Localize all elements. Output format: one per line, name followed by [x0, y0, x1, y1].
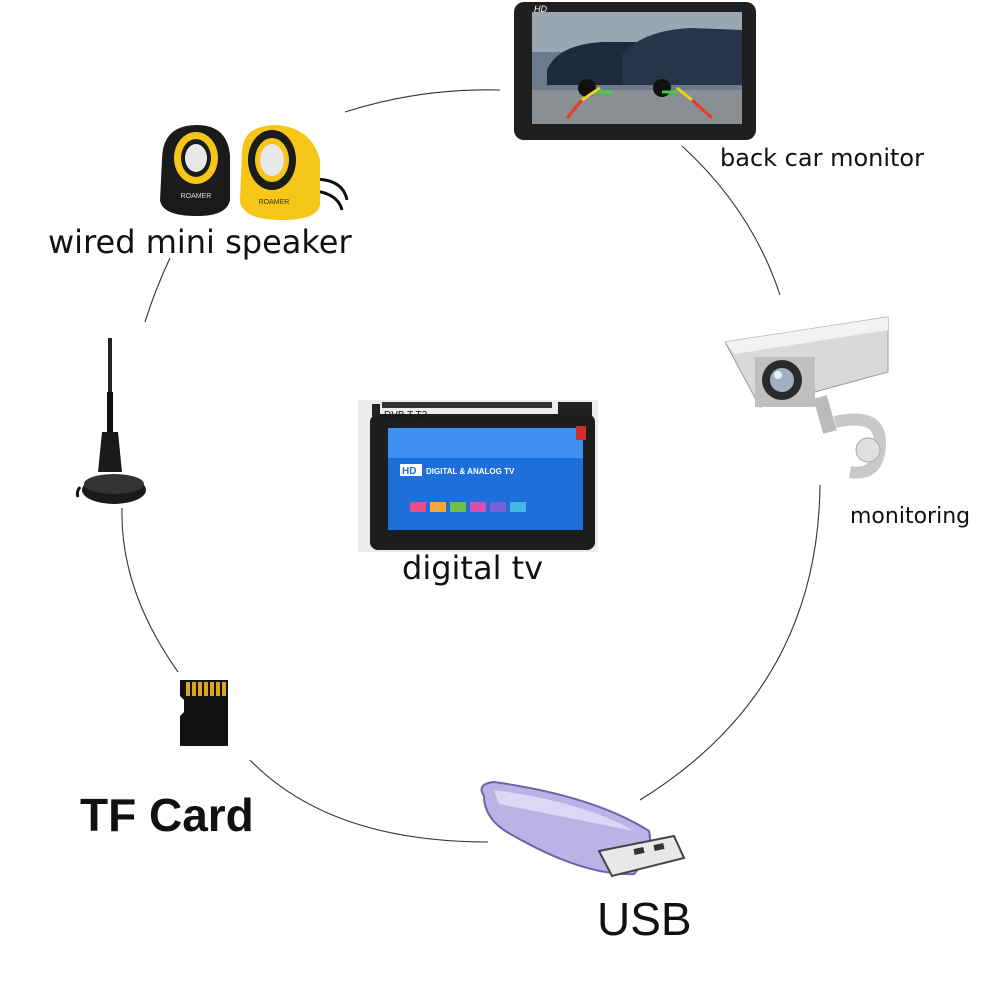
- svg-text:HD: HD: [534, 4, 547, 14]
- security-camera-icon: [724, 316, 889, 479]
- svg-text:DIGITAL & ANALOG TV: DIGITAL & ANALOG TV: [426, 467, 515, 476]
- tf-card-label: TF Card: [80, 789, 254, 841]
- usb-label: USB: [597, 893, 692, 945]
- svg-text:DVB T T2: DVB T T2: [384, 410, 428, 421]
- speaker-icon: ROAMER ROAMER: [160, 125, 349, 220]
- arc-monitor-to-camera: [681, 145, 781, 296]
- arc-antenna-to-speaker: [144, 257, 171, 323]
- arc-tf-to-antenna: [121, 507, 179, 673]
- antenna-icon: [75, 338, 146, 504]
- svg-text:HD: HD: [402, 466, 416, 477]
- car-monitor-icon: HD: [514, 2, 756, 140]
- arc-usb-to-tf: [249, 759, 489, 843]
- portable-tv-icon: DVB T T2 HD DIGITAL & ANALOG TV: [358, 400, 598, 552]
- sd-card-icon: [180, 680, 228, 746]
- usb-drive-icon: [480, 780, 686, 878]
- svg-text:ROAMER: ROAMER: [181, 193, 212, 200]
- svg-text:ROAMER: ROAMER: [259, 199, 290, 206]
- back-car-monitor-label: back car monitor: [720, 144, 924, 172]
- arc-speaker-to-monitor: [344, 89, 501, 113]
- monitoring-label: monitoring: [850, 504, 971, 529]
- speaker-label: wired mini speaker: [48, 223, 352, 261]
- digital-tv-label: digital tv: [402, 549, 544, 587]
- arc-camera-to-usb: [639, 484, 821, 801]
